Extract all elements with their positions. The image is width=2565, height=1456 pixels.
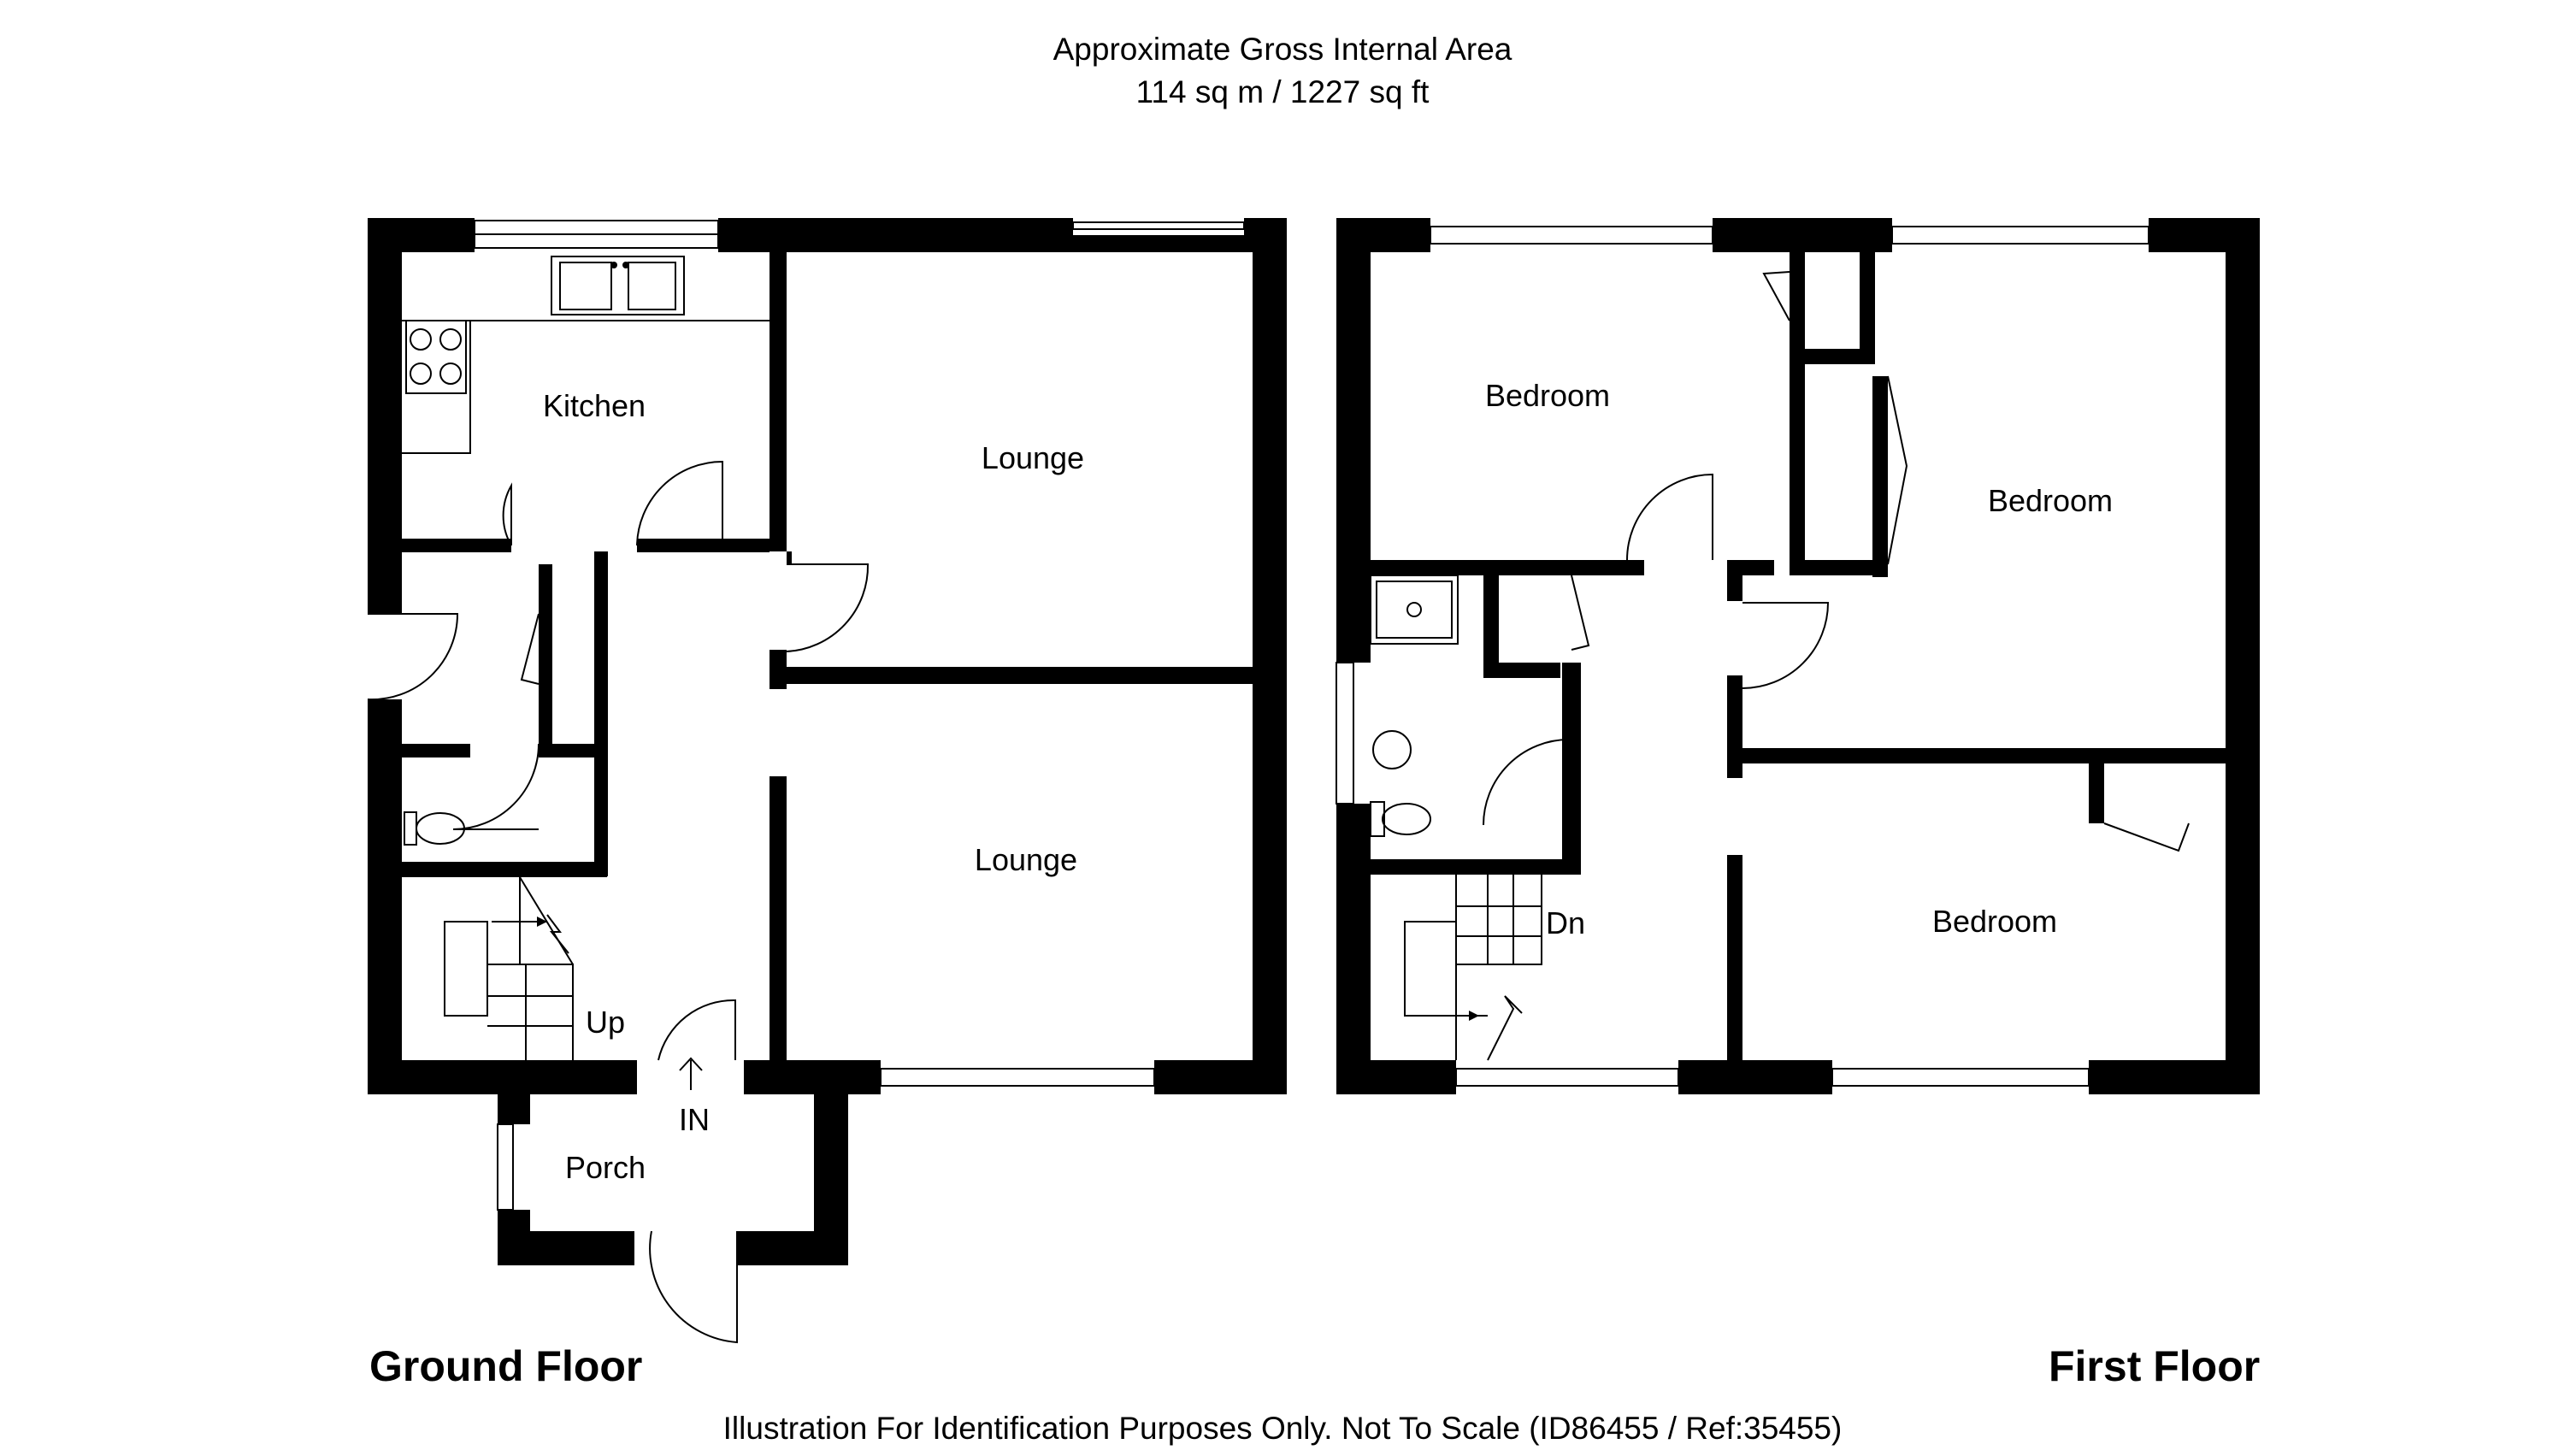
first-floor-stairs [1404,875,1542,1061]
entrance-arrow-icon [679,1057,703,1090]
porch-label: Porch [565,1150,646,1185]
disclaimer: Illustration For Identification Purposes… [722,1411,1843,1446]
first-floor-plan: Bedroom Bedroom Bedroom Dn First Floor [1336,218,2260,1390]
ground-floor-stairs [444,876,574,1060]
first-floor-label: First Floor [2049,1342,2260,1390]
bedroom-1-label: Bedroom [1485,378,1610,413]
first-floor-walls [1336,218,2260,1094]
ground-floor-walls [368,218,1287,1265]
stairs-down-label: Dn [1546,905,1585,940]
bedroom-2-label: Bedroom [1988,483,2113,518]
lounge-front-label: Lounge [975,842,1077,877]
wc-toilet [404,811,465,846]
ground-floor-label: Ground Floor [369,1342,642,1390]
stairs-up-label: Up [586,1005,625,1040]
bathroom-fittings [1370,575,1459,837]
bedroom-3-label: Bedroom [1932,904,2057,939]
entrance-label: IN [679,1102,710,1137]
lounge-rear-label: Lounge [982,440,1084,475]
ground-floor-doors [367,460,870,1344]
first-floor-doors [1483,271,2190,852]
kitchen-label: Kitchen [543,388,646,423]
area-value: 114 sq m / 1227 sq ft [1135,74,1430,109]
ground-floor-plan: Kitchen Lounge Lounge Porch Up IN Ground… [367,218,1287,1390]
kitchen-fittings [402,256,770,454]
area-title: Approximate Gross Internal Area [1053,32,1512,67]
